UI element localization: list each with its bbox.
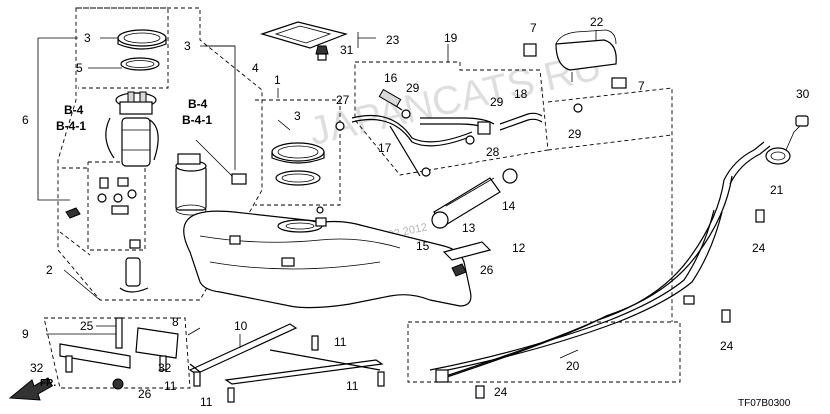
front-arrow: FR. <box>8 377 56 401</box>
callout-8: 8 <box>172 315 179 329</box>
callout-24-c: 24 <box>494 385 508 399</box>
cover-plate <box>259 21 348 61</box>
ring-nut-right <box>271 142 325 186</box>
filler-pipe-group <box>407 321 681 383</box>
callout-28: 28 <box>486 145 500 159</box>
callout-25: 25 <box>80 319 94 333</box>
ref-b4-right: B-4 <box>188 97 208 111</box>
bracket-group <box>43 317 191 389</box>
vent-hose-group <box>354 61 549 176</box>
callout-32-right: 32 <box>158 361 172 375</box>
callout-10: 10 <box>234 319 248 333</box>
ref-b41-right: B-4-1 <box>182 113 212 127</box>
callout-26-left: 26 <box>138 387 152 401</box>
bolts-24 <box>475 209 765 399</box>
fuel-tank <box>183 206 472 309</box>
callout-29-a: 29 <box>406 81 420 95</box>
callout-18: 18 <box>514 87 528 101</box>
diagram-code: TF07B0300 <box>738 398 791 409</box>
callout-4: 4 <box>252 61 259 75</box>
callout-12: 12 <box>512 241 526 255</box>
filler-cap <box>765 115 809 165</box>
callout-6: 6 <box>22 113 29 127</box>
callout-9: 9 <box>22 327 29 341</box>
callout-30: 30 <box>796 87 810 101</box>
callout-3a: 3 <box>84 31 91 45</box>
callout-21: 21 <box>770 183 784 197</box>
ref-b4-left: B-4 <box>64 103 84 117</box>
callout-20: 20 <box>566 359 580 373</box>
callout-15: 15 <box>416 239 430 253</box>
evap-canister <box>523 29 627 89</box>
callout-5: 5 <box>76 61 83 75</box>
callout-29-b: 29 <box>490 95 504 109</box>
callout-11-d: 11 <box>346 379 359 393</box>
callout-1: 1 <box>274 73 281 87</box>
callout-11-b: 11 <box>164 379 177 393</box>
callout-23: 23 <box>386 33 400 47</box>
callout-19: 19 <box>444 31 458 45</box>
callout-26-right: 26 <box>480 263 494 277</box>
callout-7-right: 7 <box>638 79 645 93</box>
callout-31: 31 <box>340 43 354 57</box>
tank-straps <box>188 323 384 385</box>
callout-labels: 6 3 3 5 4 B-4 B-4-1 B-4 B-4-1 1 3 2 9 25… <box>22 15 810 409</box>
callout-14: 14 <box>502 199 516 213</box>
callout-17: 17 <box>378 141 392 155</box>
ref-b41-left: B-4-1 <box>56 119 86 133</box>
filler-hose <box>431 168 518 277</box>
callout-3b: 3 <box>184 39 191 53</box>
callout-2: 2 <box>46 263 53 277</box>
filler-pipe <box>429 141 771 383</box>
callout-24-b: 24 <box>720 339 734 353</box>
callout-3c: 3 <box>294 109 301 123</box>
upper-right-box <box>547 87 673 322</box>
callout-27: 27 <box>336 93 350 107</box>
bolts <box>193 335 385 403</box>
callout-11-c: 11 <box>200 395 213 409</box>
callout-11-a: 11 <box>334 335 347 349</box>
callout-16: 16 <box>384 71 398 85</box>
callout-24-a: 24 <box>752 241 766 255</box>
callout-32-left: 32 <box>30 361 44 375</box>
label-leaders <box>37 30 597 359</box>
front-label: FR. <box>40 378 56 389</box>
callout-22: 22 <box>590 15 604 29</box>
mounting-brackets <box>59 317 179 390</box>
vent-hoses <box>335 88 583 177</box>
callout-13: 13 <box>462 221 476 235</box>
callout-7-top: 7 <box>530 21 537 35</box>
callout-29-c: 29 <box>568 127 582 141</box>
fuel-pump-module <box>65 29 247 293</box>
